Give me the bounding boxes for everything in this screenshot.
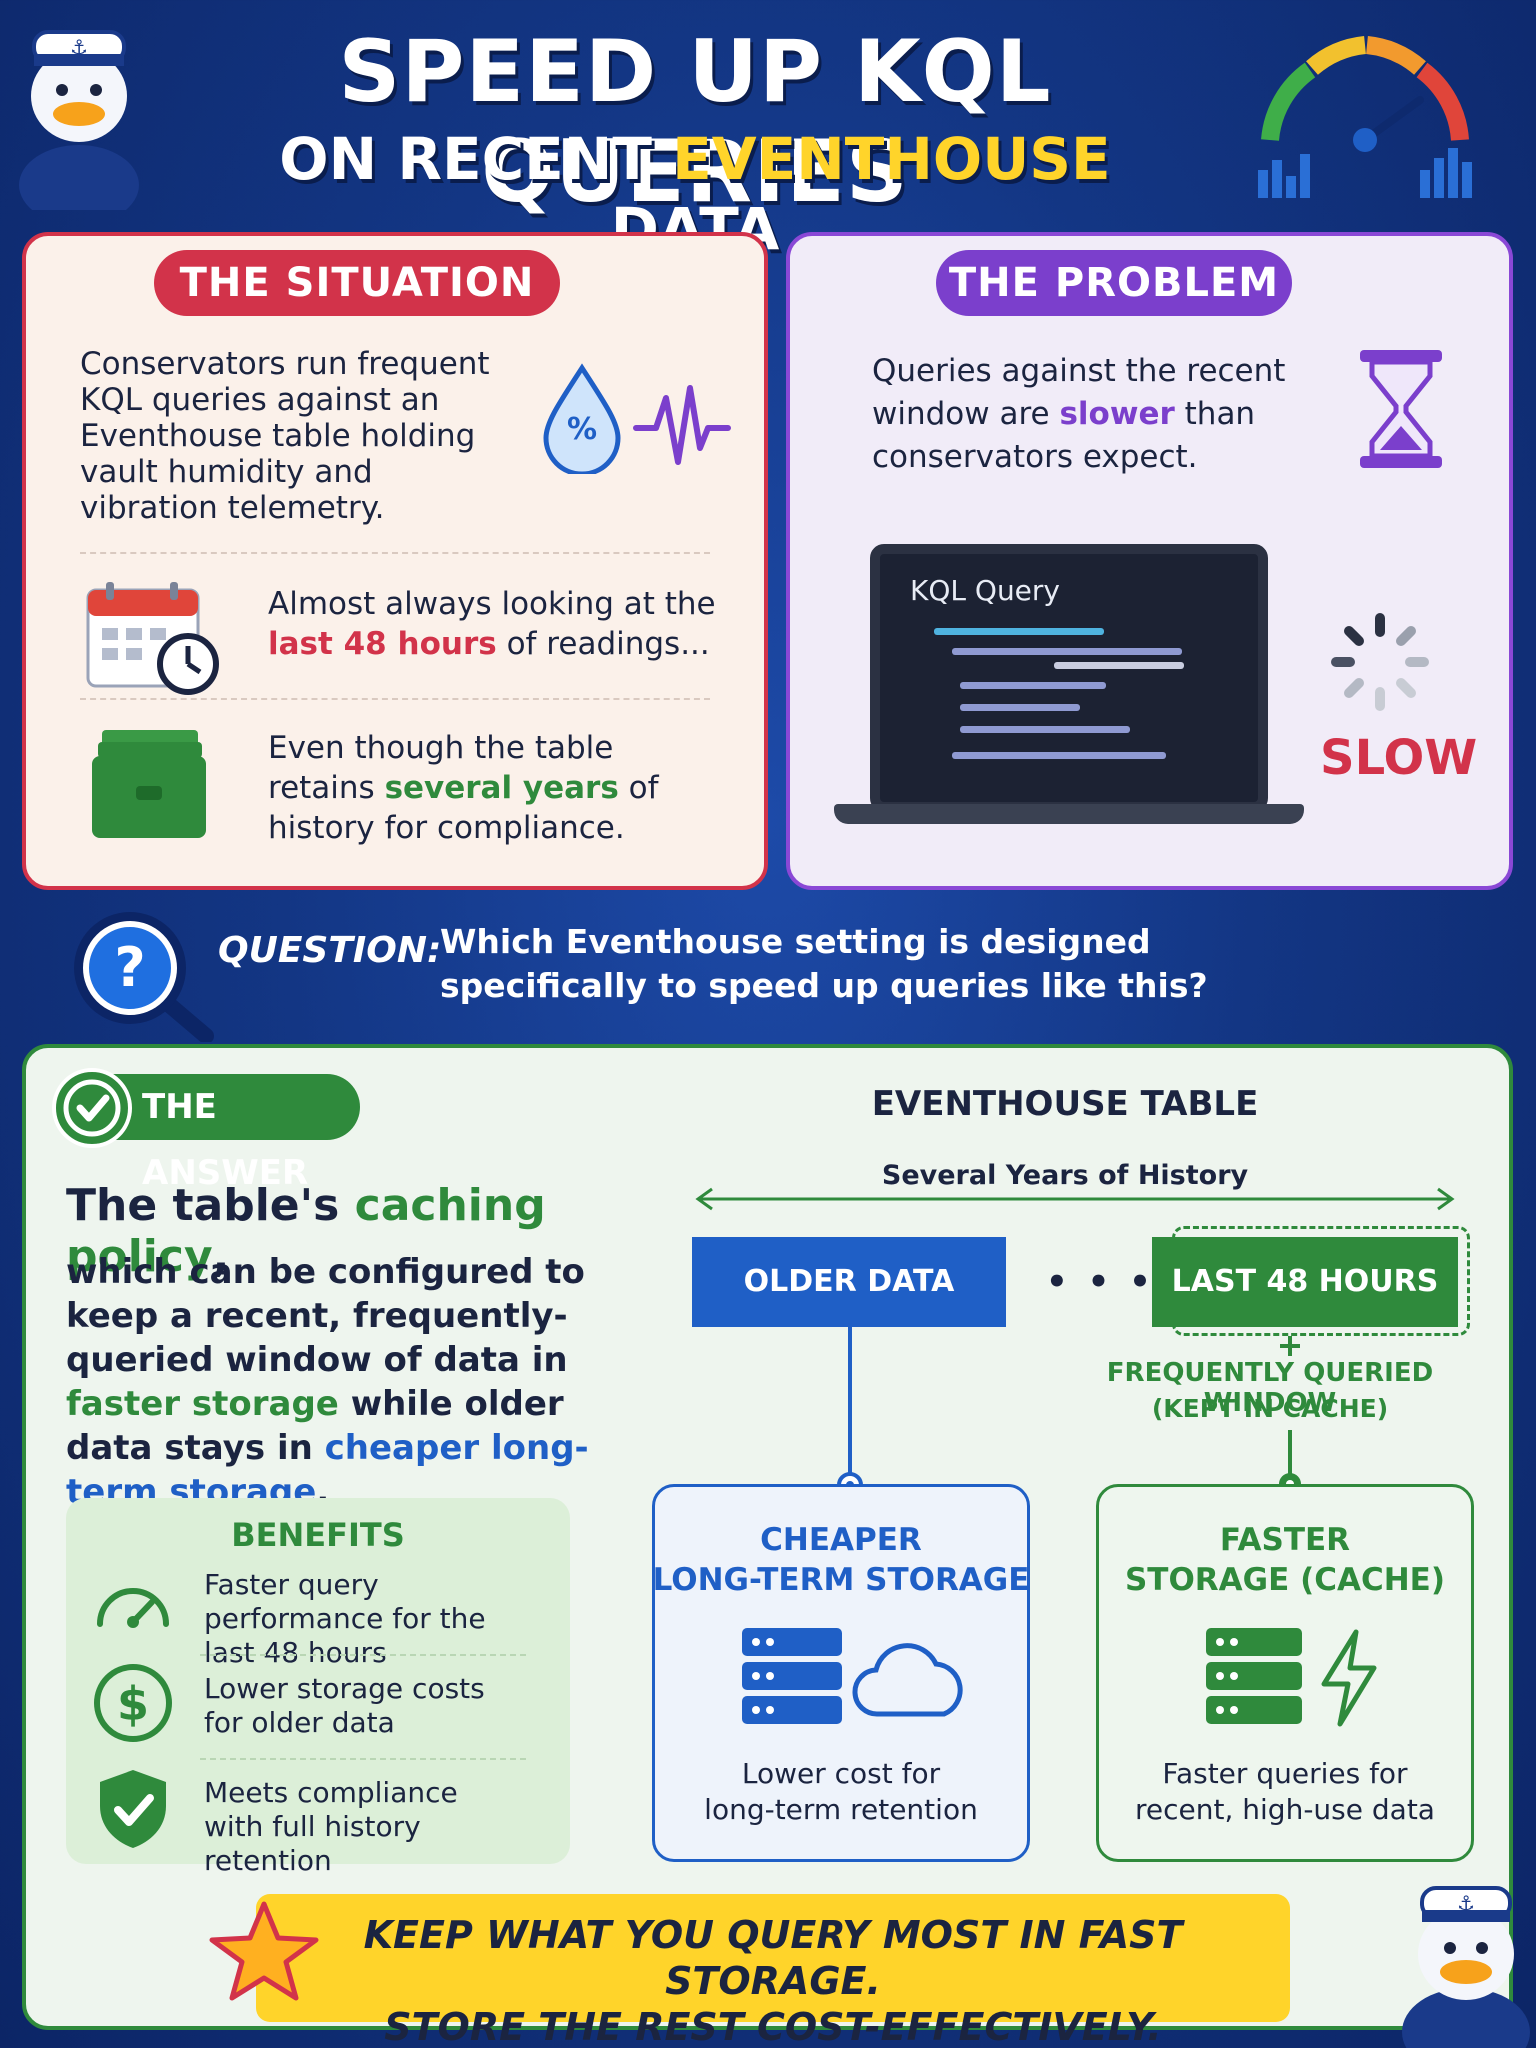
slow-label: SLOW	[1320, 730, 1478, 786]
question-text: Which Eventhouse setting is designed spe…	[440, 922, 1208, 1005]
code-line	[952, 648, 1182, 655]
calendar-clock-icon	[84, 578, 222, 696]
point2-prefix: Even though the table retains	[268, 730, 614, 806]
situation-label: THE SITUATION	[154, 250, 560, 316]
problem-label: THE PROBLEM	[936, 250, 1292, 316]
history-arrow	[692, 1186, 1458, 1212]
problem-highlight: slower	[1059, 396, 1175, 432]
shield-check-icon	[96, 1766, 170, 1852]
checkmark-badge-icon	[50, 1066, 134, 1150]
sparkle-lines-icon	[1230, 1900, 1310, 2010]
faster-storage-desc: Faster queries for	[1162, 1757, 1408, 1790]
speedometer-icon	[92, 1572, 174, 1632]
point1-suffix: of readings...	[496, 626, 710, 662]
subtitle-prefix: ON RECENT	[279, 125, 673, 193]
answer-body-2: while older data stays in	[66, 1384, 564, 1468]
answer-body-hl2: cheaper long-term storage	[66, 1428, 589, 1512]
cheaper-storage-desc: long-term retention	[704, 1793, 978, 1826]
code-line	[934, 628, 1104, 635]
cheaper-storage-title: LONG-TERM STORAGE	[652, 1562, 1030, 1598]
faster-storage-title: FASTER	[1219, 1522, 1351, 1558]
page-subtitle: ON RECENT EVENTHOUSE DATA	[190, 124, 1200, 264]
benefit-divider	[200, 1758, 526, 1760]
problem-suffix: than conservators expect.	[872, 396, 1256, 475]
page-title: SPEED UP KQL QUERIES	[338, 22, 1052, 222]
situation-divider-2	[80, 698, 710, 700]
problem-prefix: Queries against the recent window are	[872, 353, 1286, 432]
question-magnifier-icon: ?	[66, 906, 216, 1044]
answer-heading: The table's caching policy,	[66, 1180, 666, 1282]
laptop-screen	[870, 544, 1268, 812]
star-icon	[206, 1898, 322, 2008]
archive-box-icon	[88, 722, 210, 844]
point1-prefix: Almost always looking at the	[268, 586, 716, 622]
situation-divider-1	[80, 552, 710, 554]
code-line	[952, 752, 1166, 759]
svg-text:⚓: ⚓	[70, 35, 88, 59]
answer-body: which can be configured to keep a recent…	[66, 1250, 626, 1514]
cheaper-storage-desc: Lower cost for	[741, 1757, 941, 1790]
svg-text:?: ?	[114, 936, 145, 999]
problem-text: Queries against the recent window are sl…	[872, 350, 1312, 479]
point1-highlight: last 48 hours	[268, 626, 497, 662]
lightning-icon	[1318, 1628, 1380, 1728]
connector-older	[830, 1327, 870, 1499]
svg-text:$: $	[117, 1677, 149, 1731]
mascot-duck-bottom: ⚓	[1398, 1862, 1534, 2048]
point2-highlight: several years	[384, 770, 619, 806]
faster-storage-desc: recent, high-use data	[1135, 1793, 1435, 1826]
cheaper-storage-title: CHEAPER	[760, 1522, 922, 1558]
ellipsis-dots: • • •	[1046, 1262, 1155, 1302]
kql-query-label: KQL Query	[910, 574, 1060, 607]
answer-head-prefix: The table's	[66, 1180, 355, 1231]
situation-point-history: Even though the table retains several ye…	[268, 728, 728, 848]
connector-recent	[1270, 1336, 1310, 1364]
gauge-icon	[1250, 30, 1480, 200]
vibration-wave-icon	[632, 378, 732, 474]
benefit-text: Lower storage costs for older data	[204, 1672, 485, 1739]
point2-suffix: of history for compliance.	[268, 770, 659, 846]
answer-body-hl1: faster storage	[66, 1384, 339, 1424]
dollar-icon: $	[92, 1662, 174, 1744]
benefit-divider	[200, 1654, 526, 1656]
laptop-base	[834, 804, 1304, 824]
loading-spinner-icon	[1328, 610, 1432, 714]
older-data-block: OLDER DATA	[692, 1237, 1006, 1327]
kept-in-cache-label: (KEPT IN CACHE)	[1151, 1394, 1389, 1423]
mascot-duck-top: ⚓	[14, 10, 144, 225]
banner-line-2: STORE THE REST COST-EFFECTIVELY.	[384, 2005, 1162, 2048]
subtitle-highlight: EVENTHOUSE	[672, 125, 1111, 193]
benefits-title: BENEFITS	[231, 1516, 405, 1554]
server-rack-icon	[1204, 1624, 1304, 1728]
benefit-text: Faster query performance for the last 48…	[204, 1568, 486, 1669]
svg-text:⚓: ⚓	[1457, 1891, 1475, 1915]
humidity-drop-icon: %	[540, 362, 624, 477]
faster-storage-title: STORAGE (CACHE)	[1124, 1562, 1446, 1598]
code-line	[1054, 662, 1184, 669]
answer-body-1: which can be configured to keep a recent…	[66, 1252, 585, 1380]
situation-description: Conservators run frequent KQL queries ag…	[80, 346, 490, 526]
answer-head-highlight: caching policy	[66, 1180, 546, 1282]
history-label: Several Years of History	[881, 1160, 1249, 1191]
situation-point-recent: Almost always looking at the last 48 hou…	[268, 584, 728, 664]
question-label: QUESTION:	[218, 930, 442, 971]
eventhouse-title: EVENTHOUSE TABLE	[871, 1084, 1259, 1124]
hourglass-icon	[1356, 346, 1446, 472]
answer-head-suffix: ,	[212, 1231, 230, 1282]
benefit-text: Meets compliance with full history reten…	[204, 1776, 458, 1877]
takeaway-banner: KEEP WHAT YOU QUERY MOST IN FAST STORAGE…	[256, 1894, 1290, 2048]
humidity-percent: %	[566, 412, 598, 447]
code-line	[960, 726, 1130, 733]
code-line	[960, 704, 1080, 711]
frequently-queried-label: FREQUENTLY QUERIED WINDOW	[1106, 1358, 1434, 1418]
cloud-icon	[852, 1642, 968, 1720]
code-line	[960, 682, 1106, 689]
last-48-hours-block: LAST 48 HOURS	[1152, 1237, 1458, 1327]
banner-line-1: KEEP WHAT YOU QUERY MOST IN FAST STORAGE…	[363, 1913, 1183, 2003]
server-rack-icon	[740, 1624, 844, 1728]
